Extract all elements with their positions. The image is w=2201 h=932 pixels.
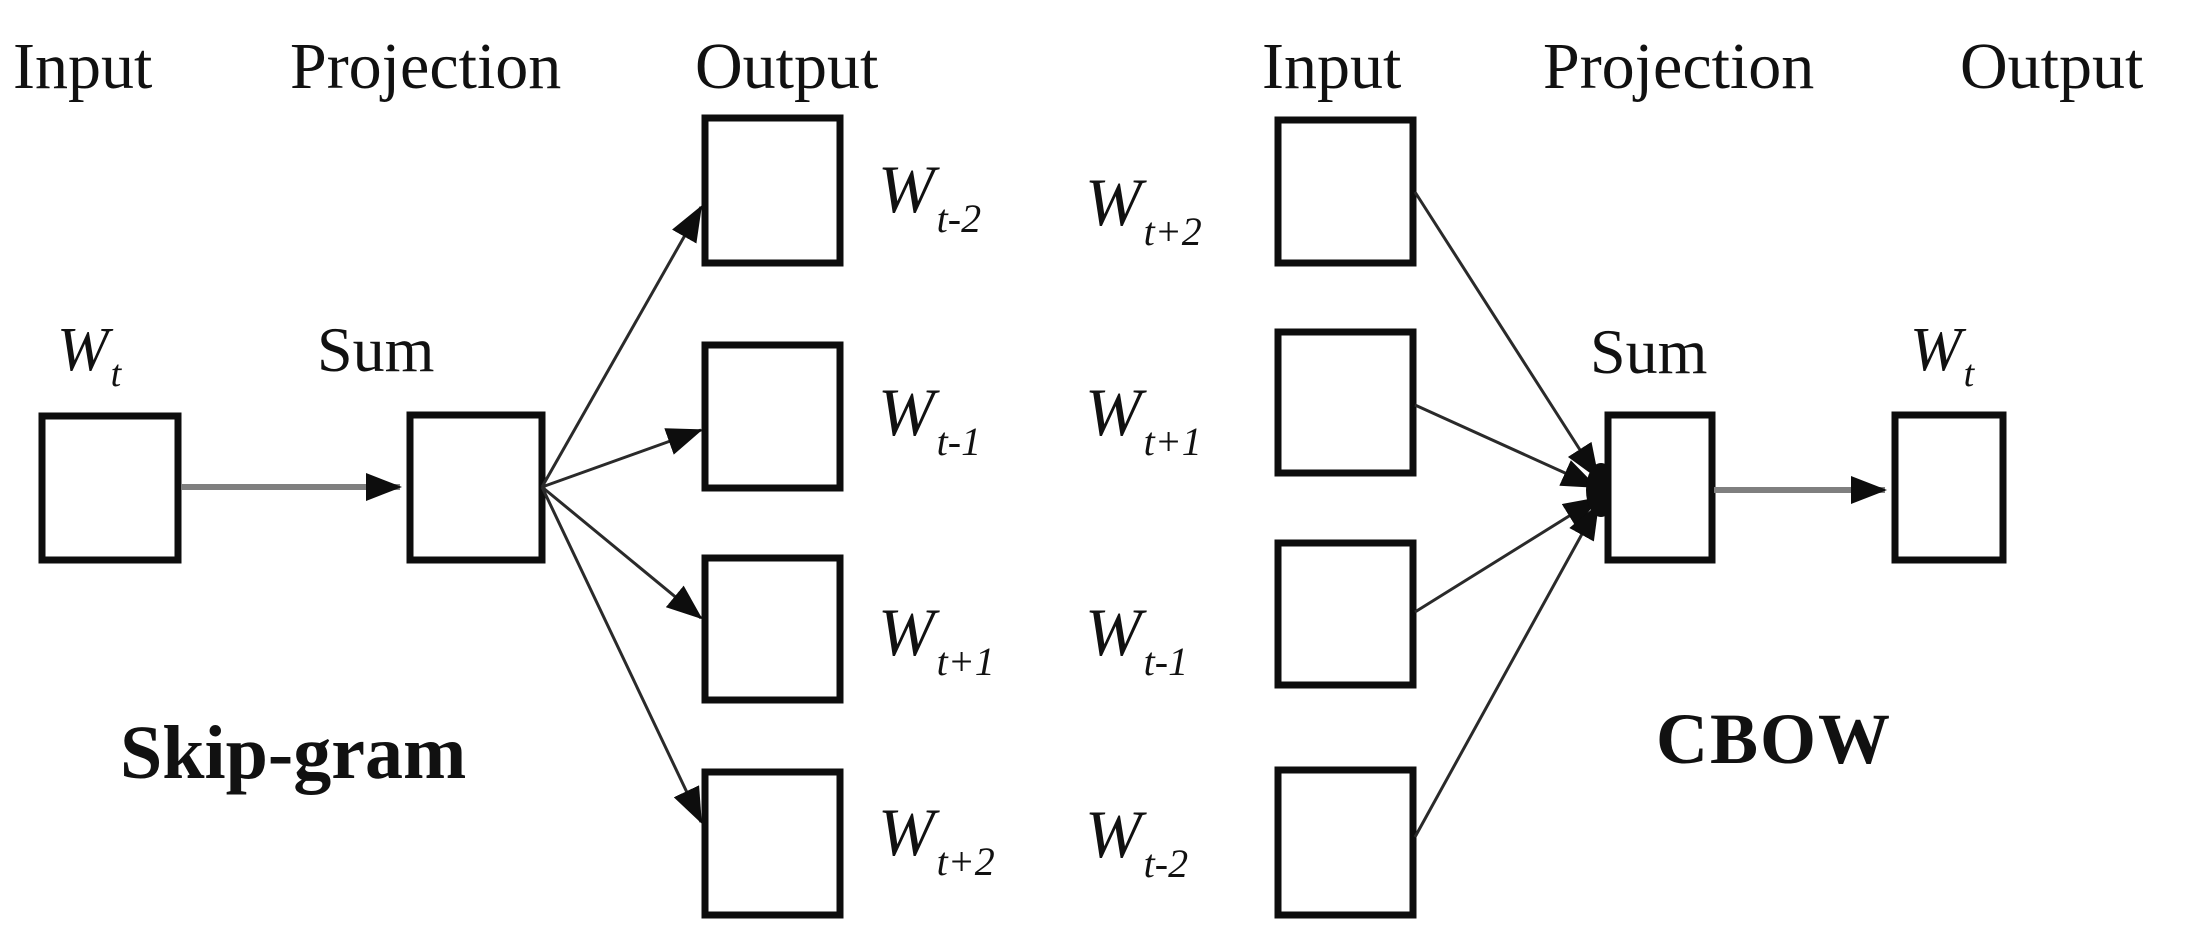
- w-sub: t: [1964, 353, 1976, 395]
- w-sub: t-1: [937, 419, 981, 464]
- cbow-converge-arrow-2: [1414, 403, 1598, 489]
- skipgram-fan-arrow-3: [541, 485, 703, 620]
- skipgram-input-box: [38, 412, 182, 564]
- cbow-input-box-1: [1274, 116, 1417, 267]
- w-main: W: [878, 151, 940, 227]
- cbow-input-box-3: [1274, 539, 1417, 689]
- w-sub: t-2: [937, 196, 981, 241]
- skipgram-sum-box: [406, 411, 546, 564]
- skipgram-output-box-1: [701, 114, 844, 267]
- w-sub: t-1: [1144, 639, 1188, 684]
- w-sub: t+1: [1144, 419, 1202, 464]
- skipgram-fan-arrow-2: [541, 428, 703, 489]
- w-main: W: [878, 794, 940, 870]
- skipgram-fan-arrow-4: [540, 486, 703, 824]
- w-main: W: [1085, 594, 1147, 670]
- w-main: W: [1085, 374, 1147, 450]
- w-sub: t+2: [1144, 209, 1202, 254]
- w-sub: t-2: [1144, 841, 1188, 886]
- skipgram-title: Skip-gram: [120, 711, 466, 795]
- w-main: W: [1085, 796, 1147, 872]
- skipgram-header-input: Input: [13, 30, 152, 103]
- skipgram-output-label-3: Wt+1: [878, 594, 995, 684]
- cbow-sum-label: Sum: [1590, 316, 1707, 387]
- skipgram-output-label-2: Wt-1: [878, 374, 981, 464]
- w-main: W: [1085, 164, 1147, 240]
- cbow-converge-arrow-1: [1413, 191, 1600, 480]
- cbow-input-box-2: [1274, 328, 1417, 477]
- cbow-output-word-label: Wt: [1910, 316, 1976, 395]
- skipgram-output-box-4: [701, 768, 844, 919]
- w-main: W: [57, 316, 114, 384]
- cbow-header-output: Output: [1960, 30, 2143, 103]
- cbow-title: CBOW: [1656, 699, 1892, 779]
- skipgram-output-box-2: [701, 341, 844, 492]
- cbow-input-label-2: Wt+1: [1085, 374, 1202, 464]
- skipgram-output-box-3: [701, 554, 844, 704]
- w-main: W: [878, 594, 940, 670]
- skipgram-sum-label: Sum: [317, 314, 434, 385]
- w-sub: t: [111, 353, 123, 395]
- cbow-sum-box: [1604, 411, 1716, 564]
- skipgram-header-output: Output: [695, 30, 878, 103]
- skipgram-fan-arrow-1: [540, 205, 703, 488]
- w-main: W: [878, 374, 940, 450]
- cbow-header-input: Input: [1262, 30, 1401, 103]
- cbow-header-projection: Projection: [1543, 30, 1814, 103]
- skipgram-output-label-4: Wt+2: [878, 794, 995, 884]
- w-main: W: [1910, 316, 1967, 384]
- w-sub: t+2: [937, 839, 995, 884]
- cbow-converge-arrow-3: [1414, 496, 1600, 614]
- cbow-input-label-1: Wt+2: [1085, 164, 1202, 254]
- cbow-input-label-3: Wt-1: [1085, 594, 1188, 684]
- cbow-output-box: [1891, 411, 2007, 564]
- skipgram-header-projection: Projection: [290, 30, 561, 103]
- w-sub: t+1: [937, 639, 995, 684]
- skipgram-input-word-label: Wt: [57, 316, 123, 395]
- cbow-input-label-4: Wt-2: [1085, 796, 1188, 886]
- cbow-converge-arrow-4: [1413, 503, 1600, 838]
- cbow-input-box-4: [1274, 766, 1417, 919]
- skipgram-output-label-1: Wt-2: [878, 151, 981, 241]
